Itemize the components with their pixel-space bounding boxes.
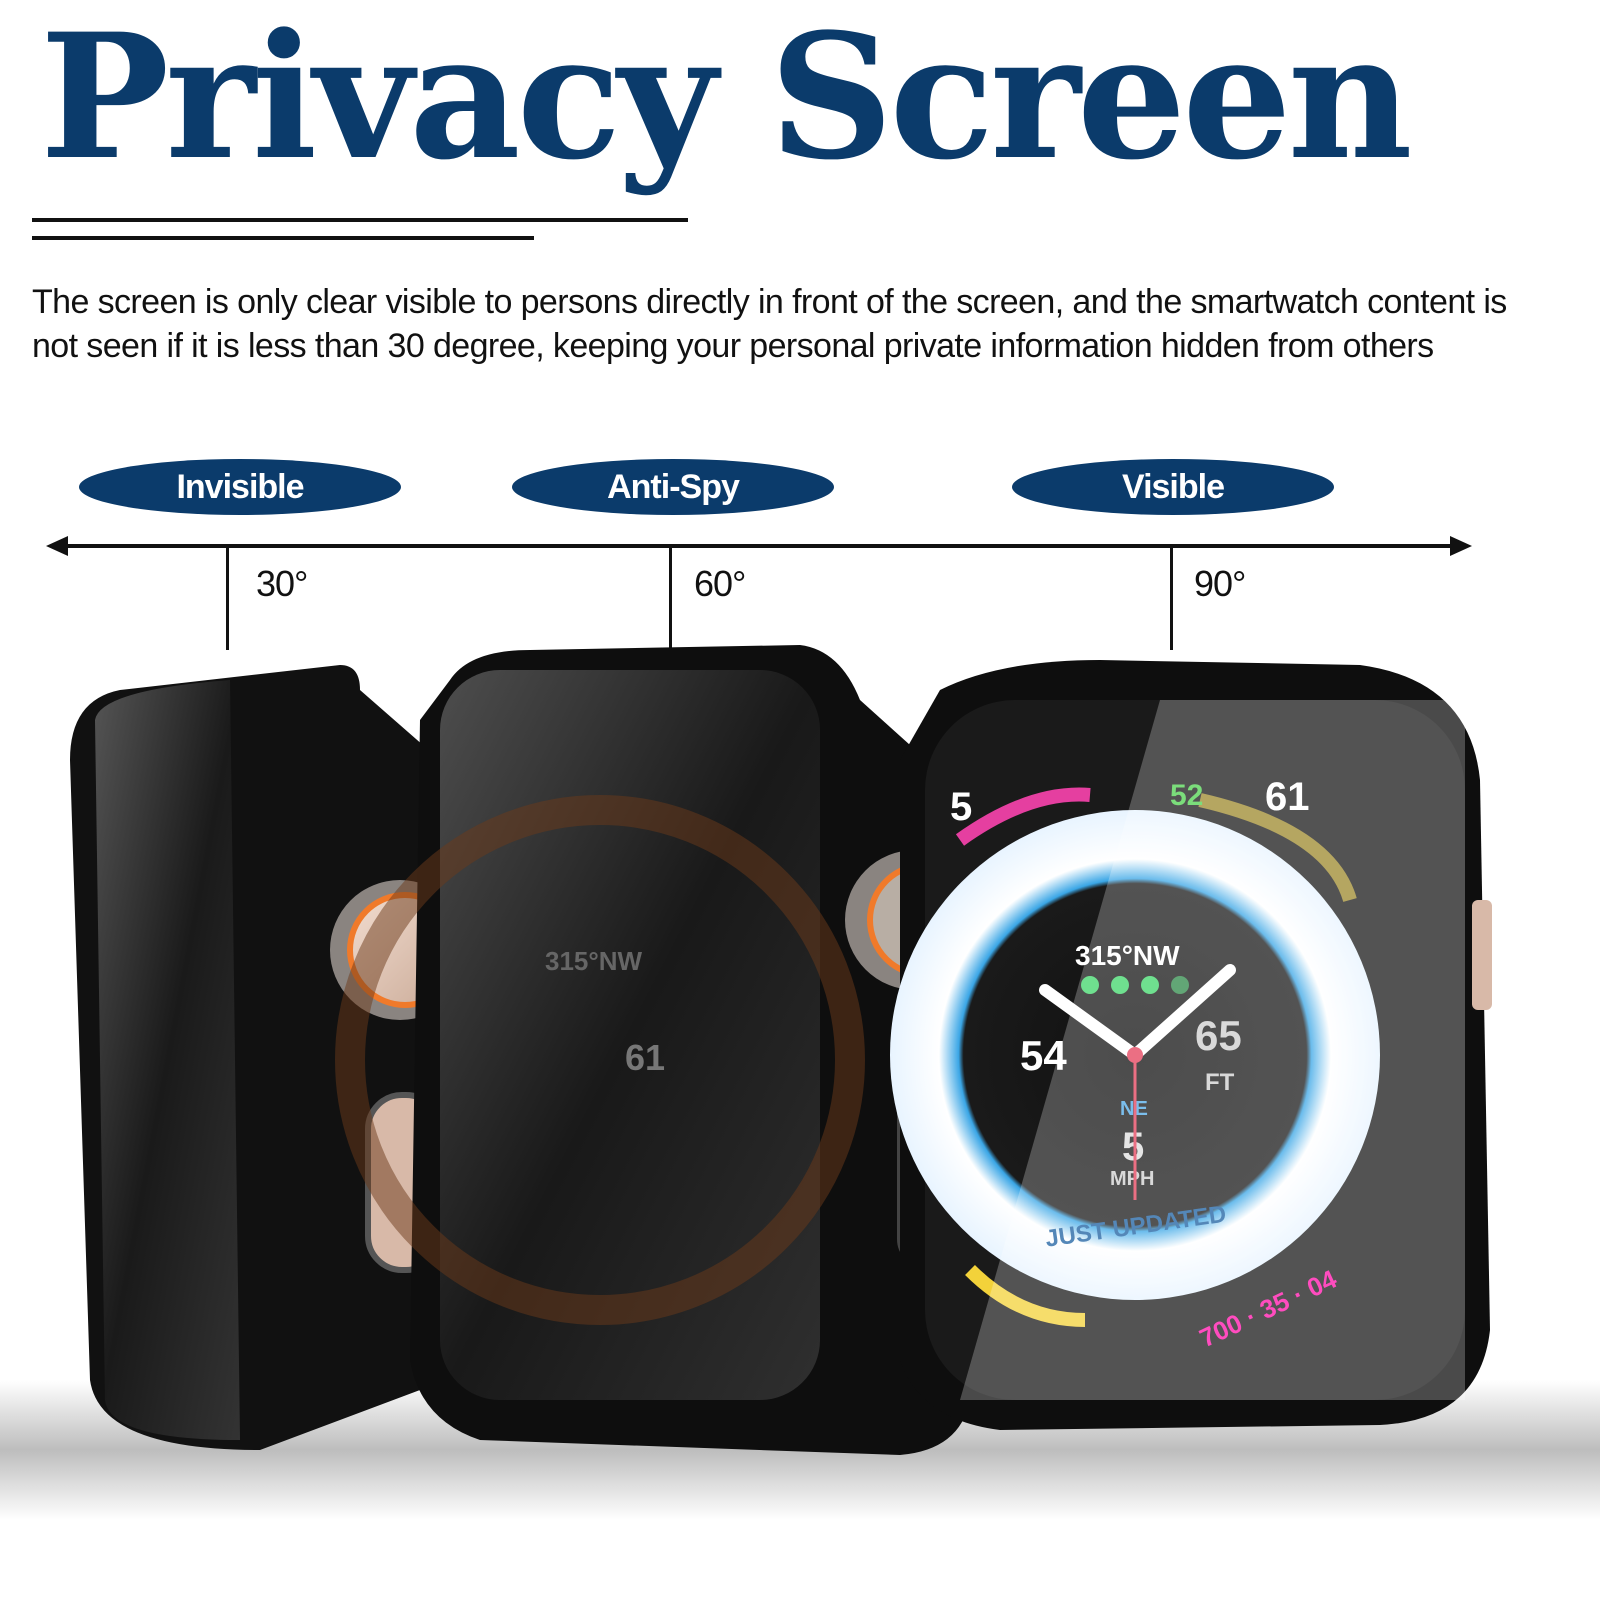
arrow-right-icon [1450,536,1472,556]
svg-text:5: 5 [1122,1125,1144,1169]
title-underline-short [32,236,534,240]
tick-60 [669,546,672,650]
glass-reflection [960,700,1465,1400]
angle-label-30: 30° [256,563,308,604]
page-title: Privacy Screen [40,0,1413,198]
svg-text:MPH: MPH [1110,1168,1154,1190]
mode-pill-anti-spy: Anti-Spy [512,459,834,515]
angle-label-90: 90° [1194,563,1246,604]
watches-illustration: 315°NW 61 5 52 61 315°NW 54 65 FT NE 5 M… [0,645,1600,1520]
svg-text:52: 52 [1170,779,1203,812]
tick-30 [226,546,229,650]
svg-text:65: 65 [1195,1012,1242,1059]
svg-text:61: 61 [625,1037,665,1078]
mode-pill-invisible: Invisible [79,459,401,515]
arrow-left-icon [46,536,68,556]
svg-text:54: 54 [1020,1032,1067,1079]
svg-text:315°NW: 315°NW [545,946,643,976]
watch-anti-spy: 315°NW 61 [335,645,985,1455]
title-underline-long [32,218,688,222]
watch-invisible [70,665,470,1450]
angle-label-60: 60° [694,563,746,604]
description: The screen is only clear visible to pers… [32,283,1507,365]
svg-text:5: 5 [950,785,972,829]
watch-visible: 5 52 61 315°NW 54 65 FT NE 5 MPH JUST UP… [890,660,1492,1430]
svg-text:61: 61 [1265,775,1310,819]
svg-text:315°NW: 315°NW [1075,940,1180,971]
tick-90 [1170,546,1173,650]
mode-pill-visible: Visible [1012,459,1334,515]
svg-text:FT: FT [1205,1069,1235,1096]
angle-axis [60,544,1460,548]
